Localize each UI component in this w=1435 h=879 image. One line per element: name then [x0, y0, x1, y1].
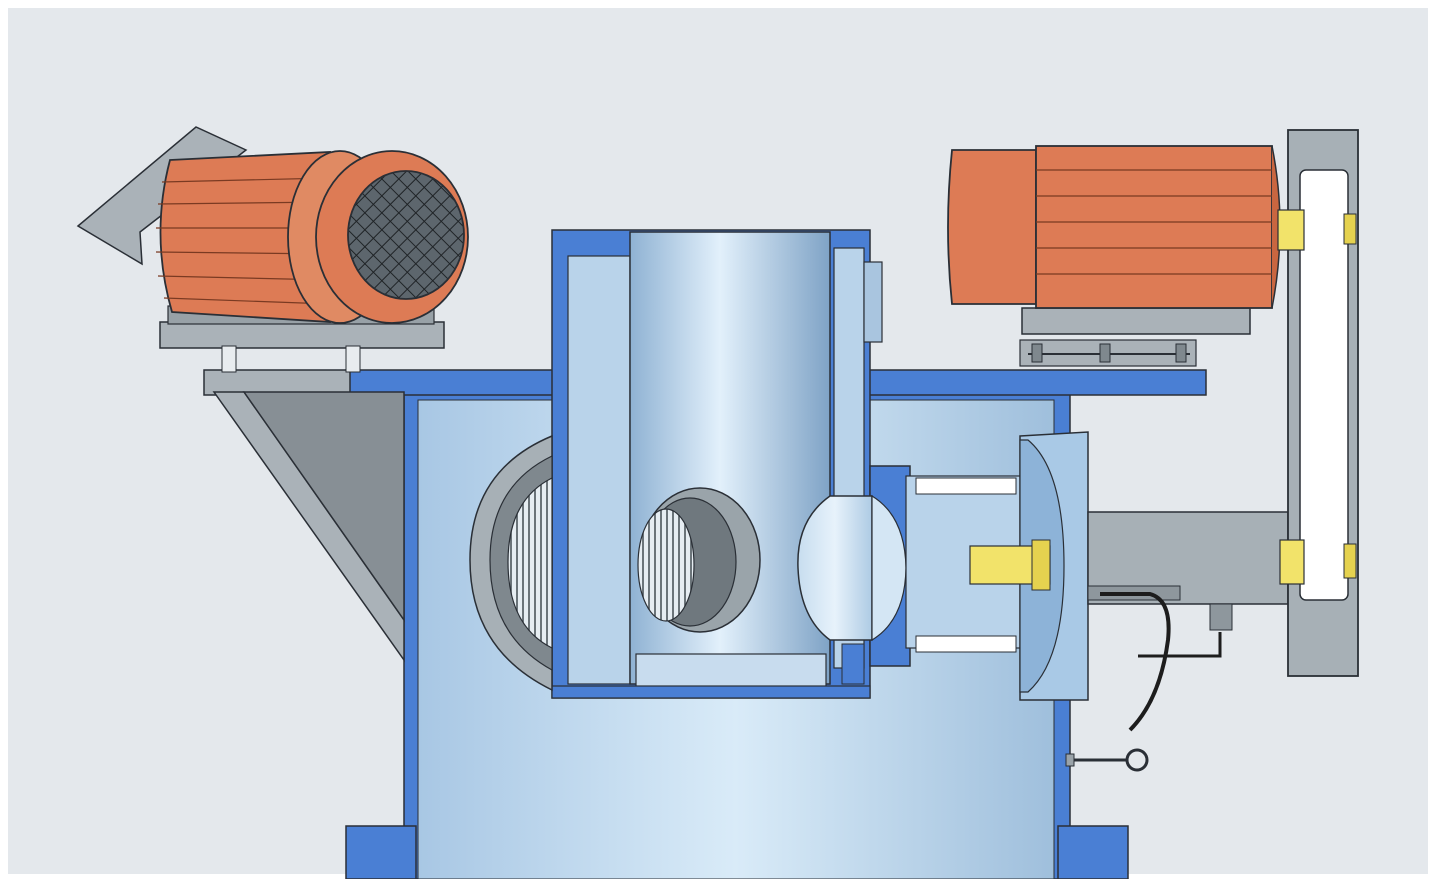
screen-inlet: [469, 434, 553, 692]
sensor-cable: [1100, 592, 1222, 732]
right-motor: [947, 145, 1281, 367]
vertical-drum: [551, 229, 883, 699]
left-motor: [155, 150, 469, 324]
impeller-housing: [797, 431, 1289, 701]
belt-drive: [1277, 129, 1359, 677]
left-motor-bracket: [76, 126, 445, 663]
